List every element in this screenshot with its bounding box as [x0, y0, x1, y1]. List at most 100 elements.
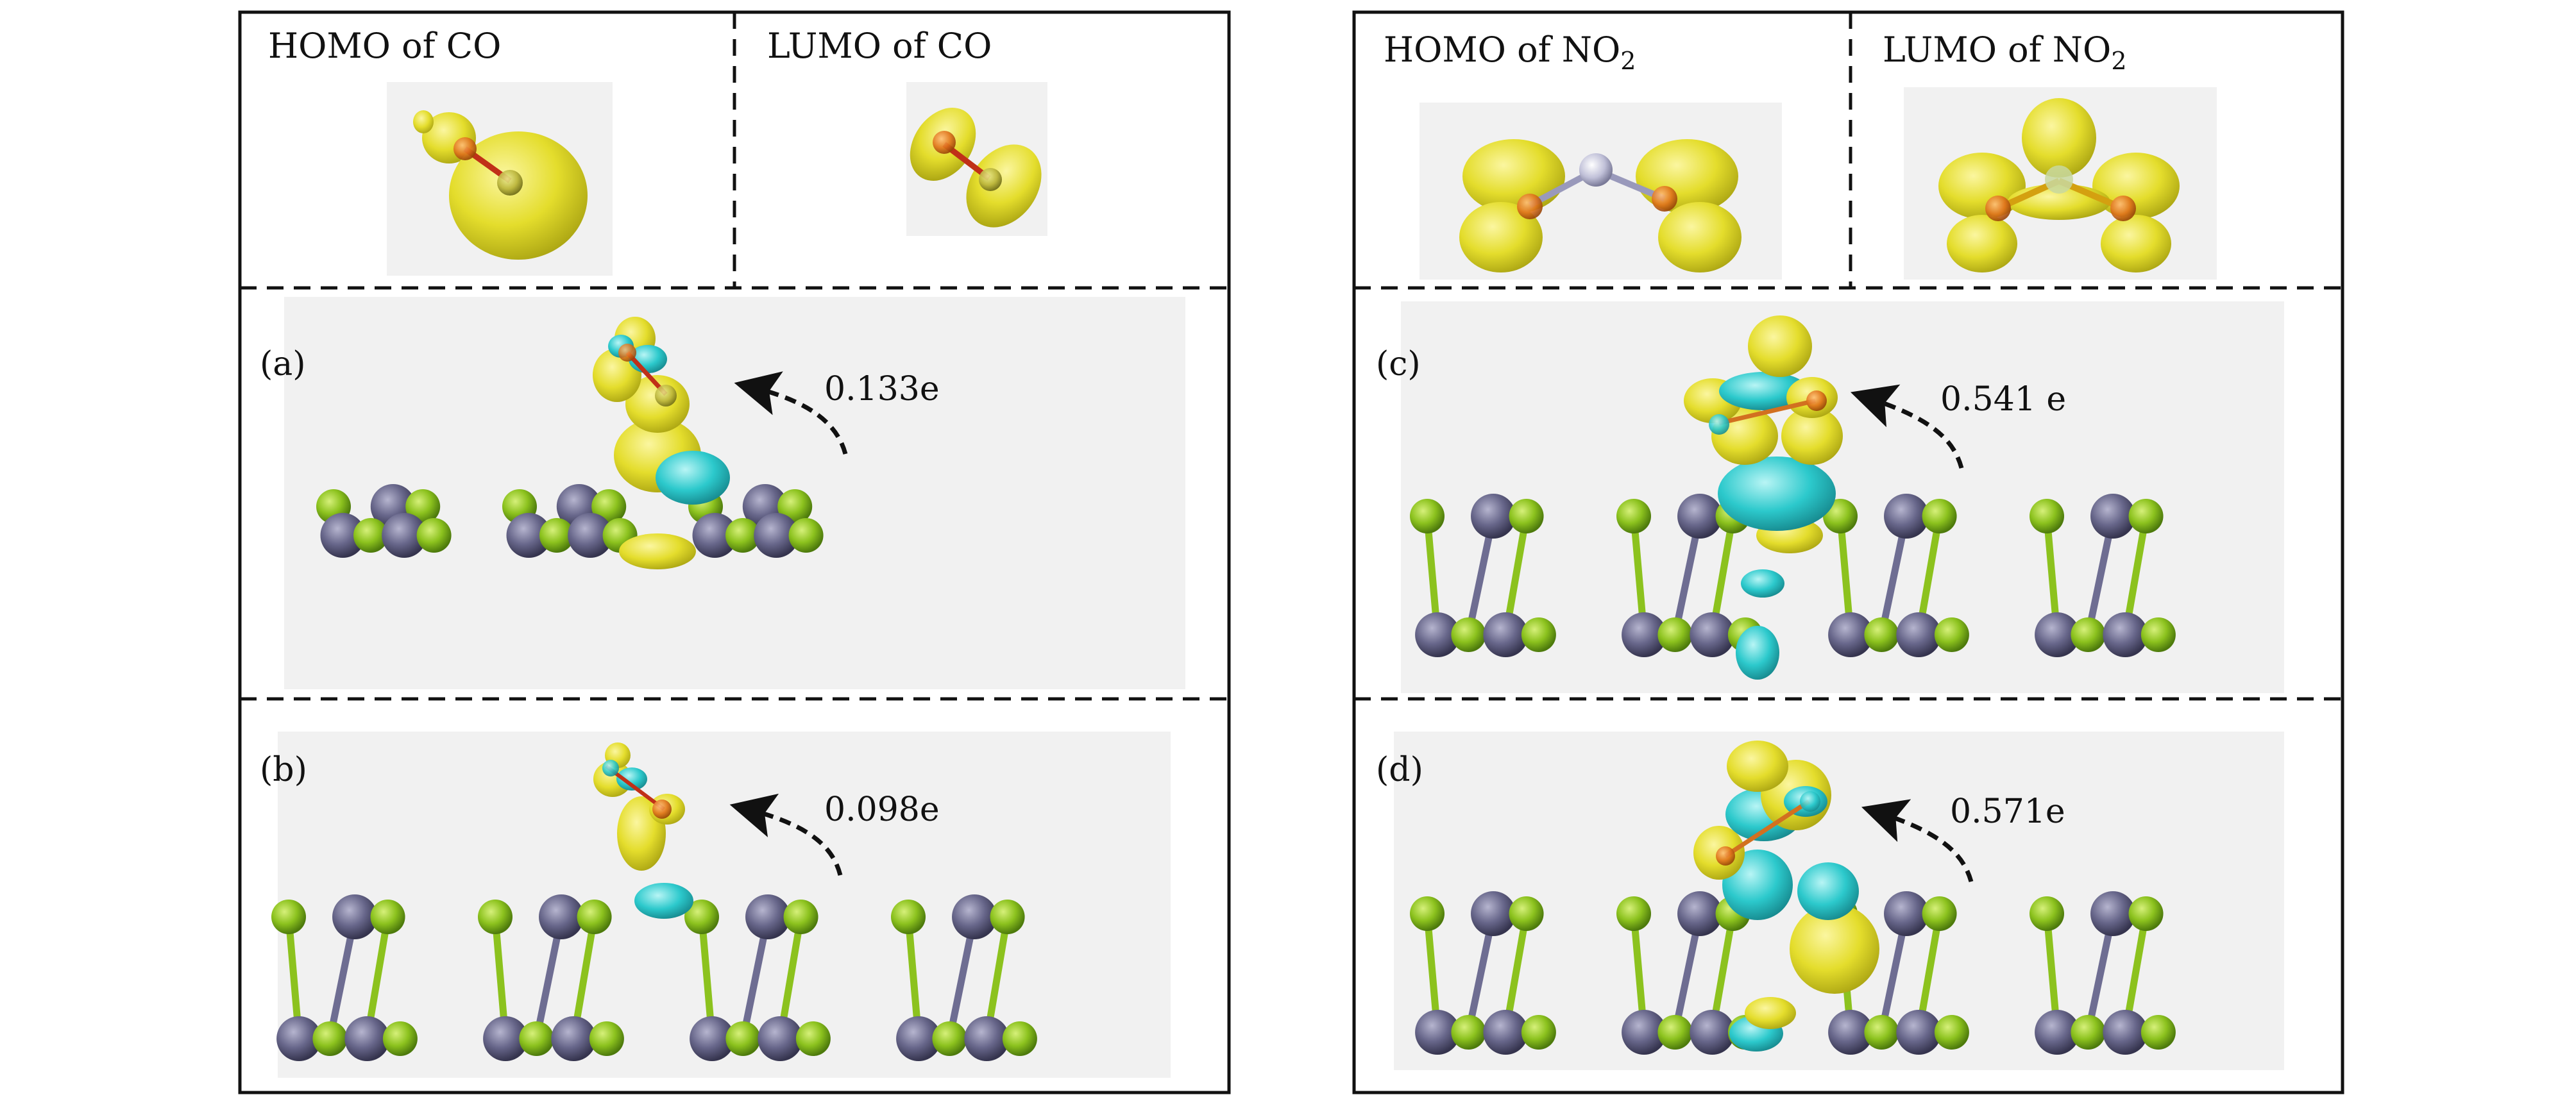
- nonmetal-atom: [405, 489, 441, 524]
- nonmetal-atom: [370, 900, 405, 934]
- panel-c-charge-transfer-arrow: [1851, 384, 1964, 469]
- nonmetal-atom: [589, 1021, 624, 1056]
- nonmetal-atom: [519, 1021, 554, 1056]
- metal-atom: [1622, 612, 1667, 657]
- lumo-no2-orbital-image: [1904, 87, 2217, 280]
- metal-atom: [1471, 891, 1516, 936]
- metal-atom: [692, 513, 738, 558]
- nonmetal-atom: [1922, 499, 1957, 533]
- left-panel: HOMO of CO LUMO of CO: [238, 10, 1231, 1094]
- nonmetal-atom: [777, 489, 813, 524]
- lumo-co-label: LUMO of CO: [767, 26, 992, 66]
- nonmetal-atom: [478, 900, 513, 934]
- panel-d-tag: (d): [1376, 751, 1423, 789]
- panel-a-charge-transfer-arrow: [734, 371, 848, 455]
- metal-atom: [1622, 1010, 1667, 1055]
- metal-atom: [1483, 612, 1529, 657]
- metal-atom: [754, 513, 799, 558]
- metal-atom: [539, 894, 584, 939]
- panel-c-charge-transfer-value: 0.541 e: [1940, 380, 2066, 419]
- metal-atom: [332, 894, 378, 939]
- metal-atom: [1415, 1010, 1461, 1055]
- nonmetal-atom: [271, 900, 306, 934]
- metal-atom: [568, 513, 613, 558]
- nonmetal-atom: [1934, 617, 1969, 652]
- metal-atom: [382, 513, 427, 558]
- metal-atom: [690, 1016, 735, 1061]
- nonmetal-atom: [725, 1021, 761, 1056]
- metal-atom: [2035, 612, 2080, 657]
- nonmetal-atom: [416, 518, 452, 553]
- panel-c-tag: (c): [1376, 345, 1421, 383]
- metal-atom: [1415, 612, 1461, 657]
- nonmetal-atom: [1521, 617, 1556, 652]
- nonmetal-atom: [2071, 1015, 2106, 1050]
- nonmetal-atom: [2140, 1015, 2176, 1050]
- metal-atom: [2090, 891, 2136, 936]
- panel-c: (c) 0.541 e: [1376, 301, 2284, 693]
- metal-atom: [1884, 891, 1929, 936]
- metal-atom: [506, 513, 552, 558]
- homo-co-label: HOMO of CO: [268, 26, 501, 66]
- nonmetal-atom: [1410, 499, 1445, 533]
- metal-atom: [1690, 1010, 1735, 1055]
- metal-atom: [320, 513, 366, 558]
- metal-atom: [2090, 494, 2136, 539]
- nonmetal-atom: [795, 1021, 831, 1056]
- metal-atom: [1483, 1010, 1529, 1055]
- nonmetal-atom: [2128, 896, 2164, 931]
- metal-atom: [1828, 1010, 1874, 1055]
- nonmetal-atom: [577, 900, 612, 934]
- metal-atom: [896, 1016, 942, 1061]
- panel-b-lattice: [271, 894, 1037, 1061]
- homo-co-orbital-image: [387, 82, 613, 276]
- nonmetal-atom: [1657, 1015, 1693, 1050]
- metal-atom: [1884, 494, 1929, 539]
- nonmetal-atom: [1616, 499, 1651, 533]
- panel-a-tag: (a): [260, 345, 306, 383]
- nonmetal-atom: [1509, 896, 1544, 931]
- panel-b-charge-density: [593, 742, 693, 919]
- panel-c-charge-density: [1684, 315, 1843, 680]
- metal-atom: [2103, 1010, 2148, 1055]
- nonmetal-atom: [1922, 896, 1957, 931]
- nonmetal-atom: [2128, 499, 2164, 533]
- metal-atom: [964, 1016, 1010, 1061]
- nonmetal-atom: [312, 1021, 348, 1056]
- nonmetal-atom: [2029, 896, 2064, 931]
- nonmetal-atom: [725, 518, 760, 553]
- panel-d: (d) 0.571e: [1376, 732, 2284, 1070]
- nonmetal-atom: [2140, 617, 2176, 652]
- panel-d-charge-transfer-value: 0.571e: [1950, 792, 2065, 831]
- nonmetal-atom: [1823, 499, 1858, 533]
- nonmetal-atom: [2029, 499, 2064, 533]
- metal-atom: [551, 1016, 597, 1061]
- nonmetal-atom: [932, 1021, 967, 1056]
- nonmetal-atom: [382, 1021, 418, 1056]
- nonmetal-atom: [539, 518, 574, 553]
- metal-atom: [1677, 494, 1723, 539]
- panel-a-image-bg: [284, 297, 1185, 689]
- metal-atom: [2035, 1010, 2080, 1055]
- nonmetal-atom: [788, 518, 824, 553]
- nonmetal-atom: [1451, 1015, 1486, 1050]
- nonmetal-atom: [1934, 1015, 1969, 1050]
- metal-atom: [2103, 612, 2148, 657]
- metal-atom: [952, 894, 997, 939]
- metal-atom: [745, 894, 791, 939]
- nonmetal-atom: [1451, 617, 1486, 652]
- nonmetal-atom: [1616, 896, 1651, 931]
- nonmetal-atom: [591, 489, 627, 524]
- metal-atom: [758, 1016, 803, 1061]
- nonmetal-atom: [1521, 1015, 1556, 1050]
- metal-atom: [1896, 612, 1942, 657]
- nonmetal-atom: [1657, 617, 1693, 652]
- nonmetal-atom: [783, 900, 818, 934]
- panel-b: (b) 0.098e: [260, 732, 1171, 1078]
- panel-d-charge-density: [1693, 741, 1879, 1052]
- right-panel: HOMO of NO2 LUMO of NO2: [1352, 10, 2344, 1094]
- homo-no2-label: HOMO of NO2: [1384, 29, 1636, 75]
- homo-no2-orbital-image: [1419, 103, 1782, 280]
- panel-b-charge-transfer-arrow: [729, 793, 843, 876]
